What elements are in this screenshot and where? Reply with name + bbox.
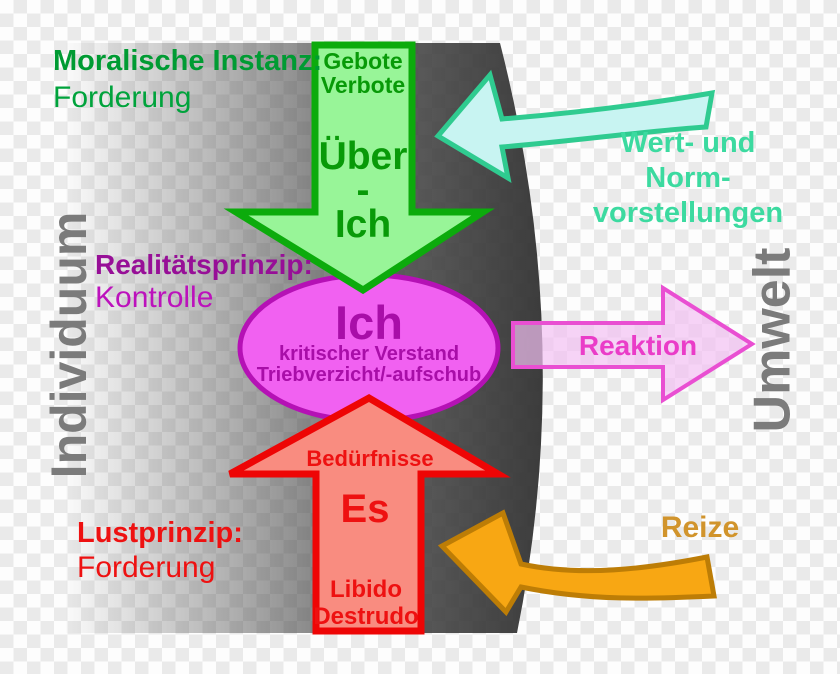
moralische-instanz-title: Moralische Instanz: <box>53 45 323 77</box>
ich-line: Ich <box>334 203 392 246</box>
wert-und-line: Wert- und <box>620 127 756 159</box>
dash-line: - <box>356 169 370 212</box>
kritischer-verstand-line: kritischer Verstand <box>278 343 460 365</box>
gebote-verbote-label: Gebote Verbote <box>321 49 405 97</box>
ich-ego-name: Ich <box>335 296 403 349</box>
verbote-line: Verbote <box>320 72 406 98</box>
norm-line: Norm- <box>645 162 731 194</box>
libido-line: Libido <box>330 576 402 603</box>
vorstellungen-line: vorstellungen <box>592 197 784 229</box>
libido-destrudo-label: Libido Destrudo <box>313 576 418 630</box>
beduerfnisse-label: Bedürfnisse <box>306 446 434 471</box>
lustprinzip-title: Lustprinzip: <box>77 517 243 549</box>
super-ego-down-arrow <box>223 41 495 295</box>
ueber-line: Über <box>318 135 408 178</box>
realitaetsprinzip-title: Realitätsprinzip: <box>95 249 313 280</box>
ego-sublabel: kritischer Verstand Triebverzicht/-aufsc… <box>257 344 482 386</box>
individuum-axis-label: Individuum <box>40 211 97 479</box>
reaktion-label: Reaktion <box>578 330 698 361</box>
umwelt-axis-label: Umwelt <box>743 247 802 433</box>
wert-norm-label: Wert- und Norm- vorstellungen <box>593 126 783 231</box>
reize-label: Reize <box>660 511 740 544</box>
wert-norm-curved-arrow <box>434 69 716 184</box>
reize-curved-arrow <box>437 509 717 617</box>
kontrolle-subtitle: Kontrolle <box>95 281 214 314</box>
es-name: Es <box>340 487 390 531</box>
es-up-arrow <box>228 393 511 635</box>
lust-forderung-subtitle: Forderung <box>77 551 216 584</box>
ueber-ich-label: Über - Ich <box>318 135 408 246</box>
reaktion-arrow <box>511 284 756 404</box>
gebote-line: Gebote <box>323 48 403 74</box>
triebverzicht-line: Triebverzicht/-aufschub <box>256 364 482 386</box>
destrudo-line: Destrudo <box>313 603 419 630</box>
moralische-forderung-subtitle: Forderung <box>53 81 192 114</box>
